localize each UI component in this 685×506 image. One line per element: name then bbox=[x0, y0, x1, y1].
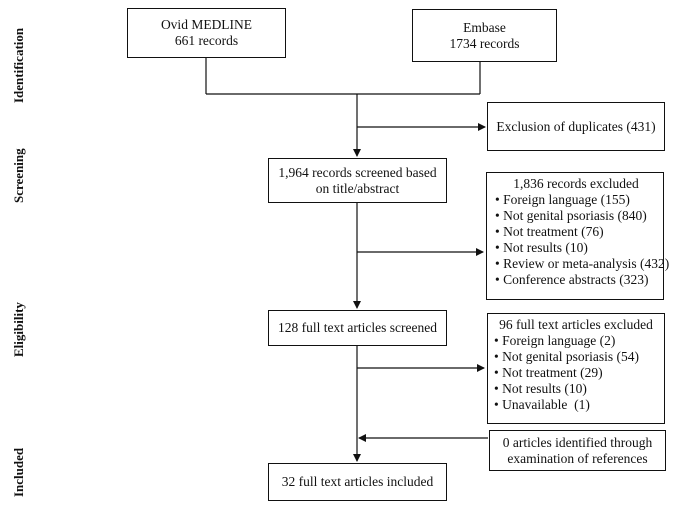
fulltext-excluded-header: 96 full text articles excluded bbox=[499, 317, 653, 332]
box-records-screened: 1,964 records screened based on title/ab… bbox=[268, 158, 447, 203]
medline-label: Ovid MEDLINE bbox=[160, 17, 253, 32]
records-excluded-item: Not results (10) bbox=[495, 240, 657, 256]
records-excluded-item: Not genital psoriasis (840) bbox=[495, 208, 657, 224]
records-excluded-item: Conference abstracts (323) bbox=[495, 272, 657, 288]
box-duplicates: Exclusion of duplicates (431) bbox=[487, 102, 665, 151]
included-text: 32 full text articles included bbox=[281, 474, 434, 489]
box-fulltext-excluded: 96 full text articles excluded Foreign l… bbox=[487, 313, 665, 424]
references-line1: 0 articles identified through bbox=[502, 434, 653, 450]
box-records-excluded: 1,836 records excluded Foreign language … bbox=[486, 172, 669, 300]
embase-label: Embase bbox=[463, 19, 506, 35]
records-excluded-header: 1,836 records excluded bbox=[513, 176, 639, 191]
box-references: 0 articles identified through examinatio… bbox=[489, 430, 666, 471]
stage-label-identification: Identification bbox=[11, 27, 26, 103]
records-excluded-item: Foreign language (155) bbox=[495, 192, 657, 208]
duplicates-text: Exclusion of duplicates (431) bbox=[496, 118, 656, 134]
fulltext-excluded-item: Foreign language (2) bbox=[494, 333, 658, 349]
box-medline: Ovid MEDLINE 661 records bbox=[127, 8, 286, 58]
embase-count: 1734 records bbox=[449, 35, 520, 51]
box-fulltext-screened: 128 full text articles screened bbox=[268, 310, 447, 346]
medline-count: 661 records bbox=[174, 33, 239, 48]
records-screened-line2: on title/abstract bbox=[315, 180, 400, 196]
fulltext-excluded-item: Not treatment (29) bbox=[494, 365, 658, 381]
stage-label-eligibility: Eligibility bbox=[11, 302, 26, 357]
fulltext-screened-text: 128 full text articles screened bbox=[278, 320, 437, 335]
references-line2: examination of references bbox=[507, 450, 648, 466]
fulltext-excluded-item: Not genital psoriasis (54) bbox=[494, 349, 658, 365]
stage-label-included: Included bbox=[11, 447, 26, 497]
fulltext-excluded-item: Unavailable (1) bbox=[494, 397, 658, 413]
records-excluded-item: Review or meta-analysis (432) bbox=[495, 256, 669, 272]
box-embase: Embase 1734 records bbox=[412, 9, 557, 62]
records-screened-line1: 1,964 records screened based bbox=[278, 164, 437, 180]
stage-label-screening: Screening bbox=[11, 148, 26, 203]
records-excluded-item: Not treatment (76) bbox=[495, 224, 657, 240]
box-included: 32 full text articles included bbox=[268, 463, 447, 501]
fulltext-excluded-item: Not results (10) bbox=[494, 381, 658, 397]
